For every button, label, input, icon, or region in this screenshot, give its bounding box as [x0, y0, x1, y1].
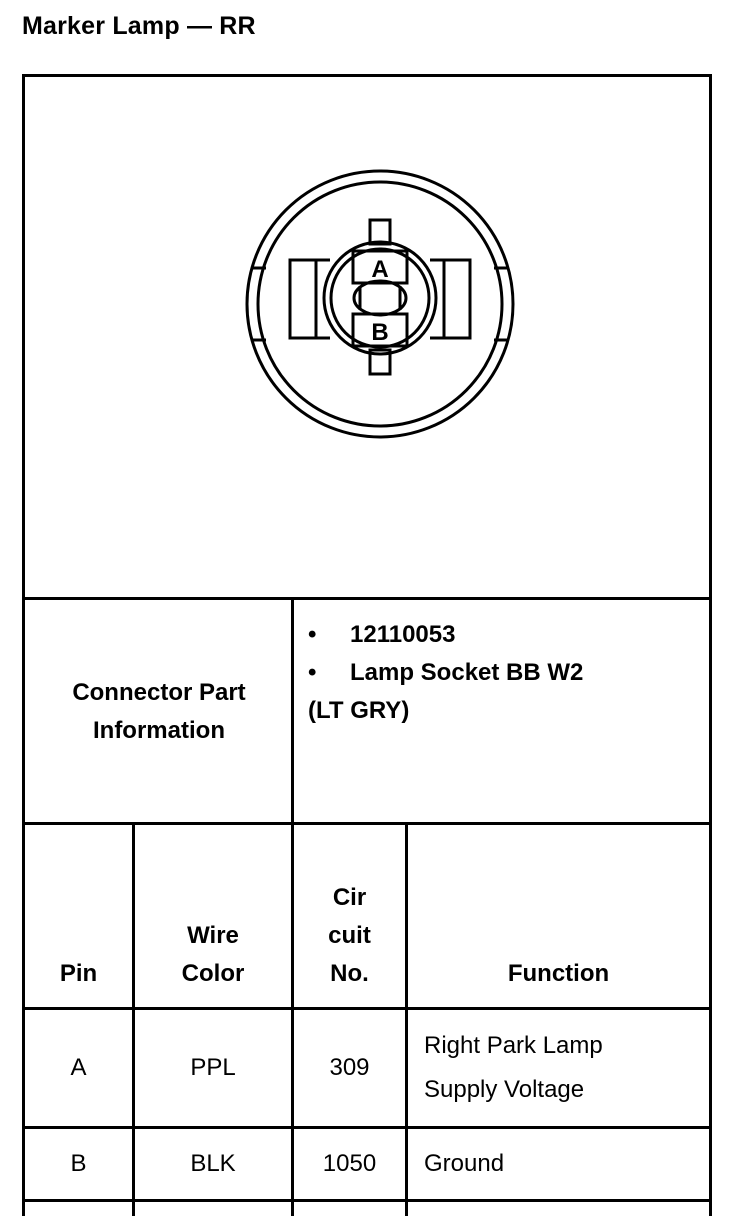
divider — [405, 823, 408, 1216]
outer-shell-ring — [245, 169, 515, 439]
divider — [22, 1126, 712, 1129]
pin-a-cavity — [351, 249, 409, 285]
table-row-function: Right Park Lamp Supply Voltage — [424, 1032, 603, 1103]
left-latch-edge — [316, 258, 330, 340]
socket-type-item: •Lamp Socket BB W2 — [308, 659, 584, 686]
right-latch — [442, 258, 472, 340]
pin-b-cavity — [351, 312, 409, 348]
page-title: Marker Lamp — RR — [22, 12, 256, 40]
part-number-item: •12110053 — [308, 621, 456, 648]
left-latch — [288, 258, 318, 340]
divider — [132, 823, 135, 1216]
table-row-function: Ground — [424, 1150, 505, 1177]
connector-face-diagram: A B — [240, 164, 520, 444]
divider — [22, 822, 712, 825]
connector-part-info: •12110053 •Lamp Socket BB W2 (LT GRY) — [308, 616, 708, 730]
divider — [22, 597, 712, 600]
connector-part-label-line2: Information — [92, 717, 225, 744]
divider — [291, 598, 294, 1216]
top-key — [368, 218, 392, 246]
divider — [22, 1007, 712, 1010]
header-circuit-no: Cir cuit No. — [328, 884, 371, 987]
center-contact — [352, 279, 408, 317]
connector-part-label-line1: Connector Part — [72, 679, 246, 706]
connector-part-label: Connector Part Information — [25, 600, 293, 824]
header-pin: Pin — [59, 960, 98, 987]
table-row-wire: PPL — [190, 1054, 236, 1081]
right-latch-edge — [430, 258, 444, 340]
table-row-wire: BLK — [190, 1150, 236, 1177]
inner-shell-ring — [256, 180, 504, 428]
table-row-pin: B — [70, 1150, 87, 1177]
table-row-circuit: 1050 — [322, 1150, 377, 1177]
header-function: Function — [507, 960, 610, 987]
header-wire-color: Wire Color — [181, 922, 245, 987]
socket-outer-ring — [322, 240, 438, 356]
table-row-pin: A — [70, 1054, 87, 1081]
pin-b-label: B — [371, 319, 388, 346]
table-row-circuit: 309 — [329, 1054, 370, 1081]
pin-a-label: A — [371, 256, 388, 283]
divider — [22, 1199, 712, 1202]
socket-color-item: (LT GRY) — [308, 697, 410, 724]
connector-table-frame — [22, 74, 712, 1216]
bottom-key — [368, 348, 392, 376]
